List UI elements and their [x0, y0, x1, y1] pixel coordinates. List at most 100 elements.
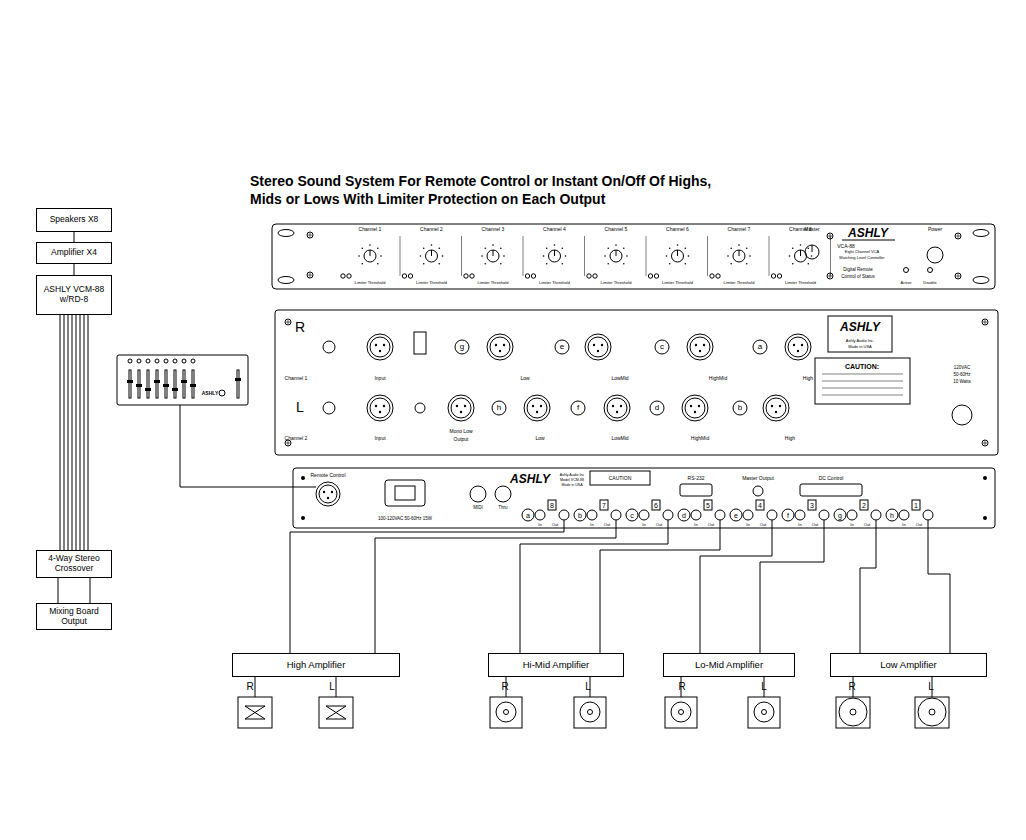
scale-dot — [746, 263, 748, 265]
panel-label: HighMid — [709, 376, 727, 381]
speaker-side: L — [329, 682, 335, 692]
logo-rule — [842, 240, 895, 241]
scale-dot — [730, 247, 732, 249]
panel-label: Thru — [498, 506, 507, 511]
jack-label: In — [850, 523, 853, 527]
input-jack — [847, 510, 857, 520]
xlr-pin — [620, 405, 622, 407]
box-label: Low Amplifier — [880, 660, 937, 671]
fader-cap — [136, 384, 142, 387]
scale-dot — [438, 247, 440, 249]
mono-switch — [415, 403, 425, 413]
speaker-side: R — [501, 682, 508, 692]
caution-text-line — [822, 388, 903, 389]
phone-jack-icon — [414, 332, 426, 354]
channel-number: 4 — [758, 502, 762, 509]
scale-dot — [369, 244, 371, 246]
callout-letter: d — [682, 511, 686, 518]
level-knob — [364, 250, 376, 262]
screw-slot — [956, 234, 960, 238]
xlr-jack-ring — [527, 398, 547, 418]
callout-letter: a — [526, 511, 530, 518]
callout-letter: d — [655, 404, 659, 412]
channel-divider — [646, 236, 647, 276]
xlr-jack — [687, 334, 713, 360]
remote-cable — [180, 405, 316, 487]
remote-key — [155, 359, 159, 363]
screw-slot — [828, 234, 832, 238]
panel-label: L — [296, 400, 304, 414]
master-output-jack — [753, 486, 763, 496]
brand-logo: ASHLY — [510, 473, 550, 485]
panel-label: Ashly Audio Inc — [560, 474, 585, 478]
xlr-pin — [698, 405, 700, 407]
speaker-dust-cap — [929, 709, 935, 715]
xlr-jack-ring — [490, 337, 510, 357]
screw-slot — [286, 441, 290, 445]
channel-letter-circle — [678, 509, 690, 521]
scale-dot — [607, 247, 609, 249]
remote-key — [137, 359, 141, 363]
woofer-cone — [839, 698, 867, 726]
channel-letter-circle — [834, 509, 846, 521]
screw — [955, 233, 961, 239]
scale-dot — [811, 255, 813, 257]
woofer-cone — [918, 698, 946, 726]
output-wire — [760, 520, 824, 653]
signal-led — [464, 274, 468, 278]
xlr-jack — [316, 482, 340, 506]
scale-dot — [607, 263, 609, 265]
remote-panel — [117, 355, 248, 405]
panel-label: Input — [374, 436, 385, 441]
jack-label: Out — [708, 523, 714, 527]
fader-cap — [163, 384, 169, 387]
xlr-jack — [367, 395, 393, 421]
jack-label: In — [746, 523, 749, 527]
channel-number: 3 — [810, 502, 814, 509]
system-block: Mixing Board Output — [36, 603, 112, 630]
input-jack — [639, 510, 649, 520]
xlr-pin — [597, 350, 599, 352]
scale-dot — [484, 263, 486, 265]
panel-label: Channel 4 — [543, 227, 566, 232]
screw-slot — [983, 320, 987, 324]
scale-dot — [792, 247, 794, 249]
scale-dot — [423, 247, 425, 249]
callout-letter: g — [460, 343, 464, 351]
scale-dot — [380, 255, 382, 257]
speaker-side: L — [928, 682, 934, 692]
xlr-pin — [694, 411, 696, 413]
scale-dot — [688, 255, 690, 257]
scale-dot — [543, 255, 545, 257]
xlr-pin — [499, 350, 501, 352]
screw — [285, 319, 291, 325]
jack-label: In — [642, 523, 645, 527]
callout-letter: f — [787, 511, 789, 518]
dc-control-connector — [800, 484, 862, 496]
signal-led — [771, 274, 775, 278]
scale-dot — [807, 263, 809, 265]
panel-label: RS-232 — [688, 476, 705, 481]
xlr-jack — [604, 395, 630, 421]
scale-dot — [604, 255, 606, 257]
channel-number-box — [912, 500, 920, 510]
panel-label: Digital Remote — [843, 268, 873, 273]
panel-label: Channel 2 — [285, 436, 308, 441]
output-wire — [700, 520, 772, 653]
scale-dot — [669, 247, 671, 249]
speaker-dust-cap — [762, 710, 767, 715]
speaker-side: L — [585, 682, 591, 692]
screw — [982, 440, 988, 446]
output-jack — [923, 510, 933, 520]
screw-slot — [828, 274, 832, 278]
output-jack — [611, 510, 621, 520]
panel-label: Remote Control — [310, 473, 345, 478]
output-letter-circle — [650, 401, 664, 415]
panel-label: Power — [928, 227, 942, 232]
jack-label: Out — [552, 523, 558, 527]
output-jack — [819, 510, 829, 520]
panel-label: Channel 2 — [420, 227, 443, 232]
panel-label: Disable — [923, 281, 936, 285]
